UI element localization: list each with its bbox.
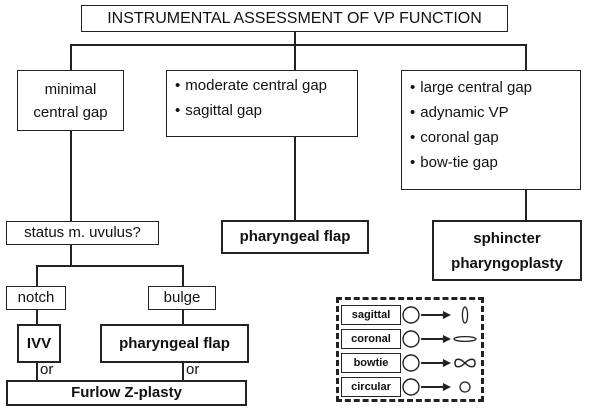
- large-gap-item: adynamic VP: [410, 102, 580, 127]
- diagram-title: INSTRUMENTAL ASSESSMENT OF VP FUNCTION: [81, 5, 508, 32]
- connector-line: [70, 131, 72, 221]
- legend-label: bowtie: [341, 353, 401, 373]
- notch-box: notch: [6, 286, 66, 310]
- connector-line: [70, 245, 72, 266]
- connector-line: [294, 44, 296, 70]
- connector-line: [294, 137, 296, 220]
- connector-line: [36, 265, 183, 267]
- moderate-gap-box: moderate central gap sagittal gap: [166, 70, 358, 137]
- pharyngeal-flap-box: pharyngeal flap: [221, 220, 369, 254]
- connector-line: [525, 190, 527, 220]
- large-gap-item: large central gap: [410, 77, 580, 102]
- large-gap-item: bow-tie gap: [410, 152, 580, 177]
- bulge-box: bulge: [148, 286, 216, 310]
- connector-line: [182, 363, 184, 380]
- ivv-box: IVV: [17, 324, 61, 363]
- status-question-box: status m. uvulus?: [6, 221, 159, 245]
- or-label: or: [40, 361, 54, 378]
- closure-pattern-legend: sagittal coronal bowtie circular: [336, 297, 484, 402]
- connector-line: [294, 32, 296, 45]
- minimal-gap-label: minimal central gap: [33, 81, 108, 121]
- legend-label: coronal: [341, 329, 401, 349]
- sagittal-closure-icon: [402, 306, 469, 324]
- circular-closure-icon: [402, 378, 471, 396]
- moderate-gap-item: sagittal gap: [175, 100, 357, 125]
- connector-line: [182, 265, 184, 286]
- legend-row-coronal: coronal: [339, 329, 481, 349]
- connector-line: [70, 44, 72, 70]
- minimal-gap-box: minimal central gap: [17, 70, 124, 131]
- moderate-gap-item: moderate central gap: [175, 75, 357, 100]
- legend-row-bowtie: bowtie: [339, 353, 481, 373]
- connector-line: [70, 44, 526, 46]
- sphincter-pharyngoplasty-box: sphincter pharyngoplasty: [432, 220, 582, 281]
- pharyngeal-flap-bulge-box: pharyngeal flap: [100, 324, 249, 363]
- bowtie-closure-icon: [402, 354, 476, 372]
- connector-line: [182, 310, 184, 324]
- furlow-z-plasty-box: Furlow Z-plasty: [6, 380, 247, 406]
- large-gap-box: large central gap adynamic VP coronal ga…: [401, 70, 581, 190]
- coronal-closure-icon: [402, 330, 477, 348]
- connector-line: [36, 265, 38, 286]
- connector-line: [36, 310, 38, 324]
- legend-label: sagittal: [341, 305, 401, 325]
- or-label: or: [186, 361, 200, 378]
- large-gap-item: coronal gap: [410, 127, 580, 152]
- legend-label: circular: [341, 377, 401, 397]
- connector-line: [525, 44, 527, 70]
- legend-row-sagittal: sagittal: [339, 305, 481, 325]
- connector-line: [36, 363, 38, 380]
- legend-row-circular: circular: [339, 377, 481, 397]
